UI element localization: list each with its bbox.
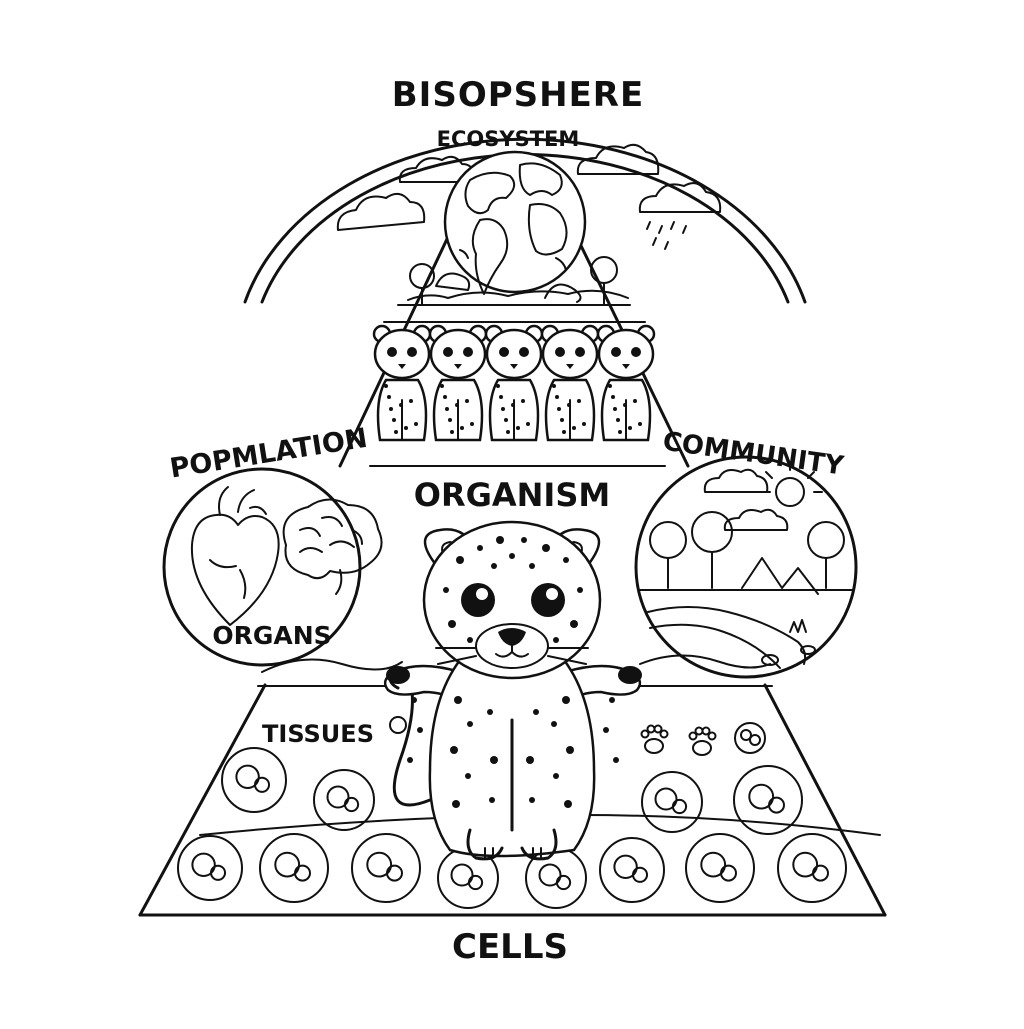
cell-icon xyxy=(221,747,287,813)
cell-icon xyxy=(734,722,766,754)
cell-icon xyxy=(259,833,329,903)
leopard-spots xyxy=(407,536,619,808)
cell-icon xyxy=(351,833,421,903)
cell-icon xyxy=(389,716,407,734)
leopard-icon xyxy=(484,324,544,442)
heart-icon xyxy=(190,486,280,626)
cloud-icon xyxy=(336,192,426,231)
organs-circle xyxy=(162,467,362,667)
ecosystem-label: ECOSYSTEM xyxy=(437,127,580,151)
ecosystem-ground xyxy=(407,272,629,303)
tree-icon xyxy=(691,511,733,589)
paw-print-icon xyxy=(640,724,669,754)
globe-icon xyxy=(443,150,587,295)
cloud-icon xyxy=(576,143,660,175)
biosphere-label: BISOPSHERE xyxy=(392,75,644,115)
leopard-icon xyxy=(596,324,656,442)
leopard-icon xyxy=(383,520,642,861)
tree-icon xyxy=(807,521,845,589)
leopard-icon xyxy=(428,324,488,442)
tissues-label: TISSUES xyxy=(262,720,374,748)
cell-icon xyxy=(641,771,703,833)
rain-cloud-icon xyxy=(638,182,722,250)
leopard-population-row xyxy=(372,324,656,442)
paw-print-icon xyxy=(688,726,717,756)
tree-icon xyxy=(590,256,618,305)
cell-icon xyxy=(313,769,375,831)
brain-icon xyxy=(282,498,383,595)
cell-icon xyxy=(599,837,665,903)
tree-icon xyxy=(409,263,435,305)
tree-icon xyxy=(649,521,687,589)
organs-label: ORGANS xyxy=(212,621,331,650)
leopard-icon xyxy=(372,324,432,442)
cell-icon xyxy=(685,833,755,903)
population-label: POPMLATION xyxy=(168,423,370,485)
cells-label: CELLS xyxy=(452,927,568,967)
cloud-icon xyxy=(703,468,769,493)
cell-icon xyxy=(777,833,847,903)
cloud-icon xyxy=(723,508,789,531)
community-circle xyxy=(634,455,858,679)
cell-icon xyxy=(177,835,243,901)
sun-icon xyxy=(761,461,823,507)
cell-icon xyxy=(733,765,803,835)
river-landscape xyxy=(639,557,853,669)
cell-grid xyxy=(177,747,847,909)
organism-label: ORGANISM xyxy=(414,476,610,514)
leopard-icon xyxy=(540,324,600,442)
